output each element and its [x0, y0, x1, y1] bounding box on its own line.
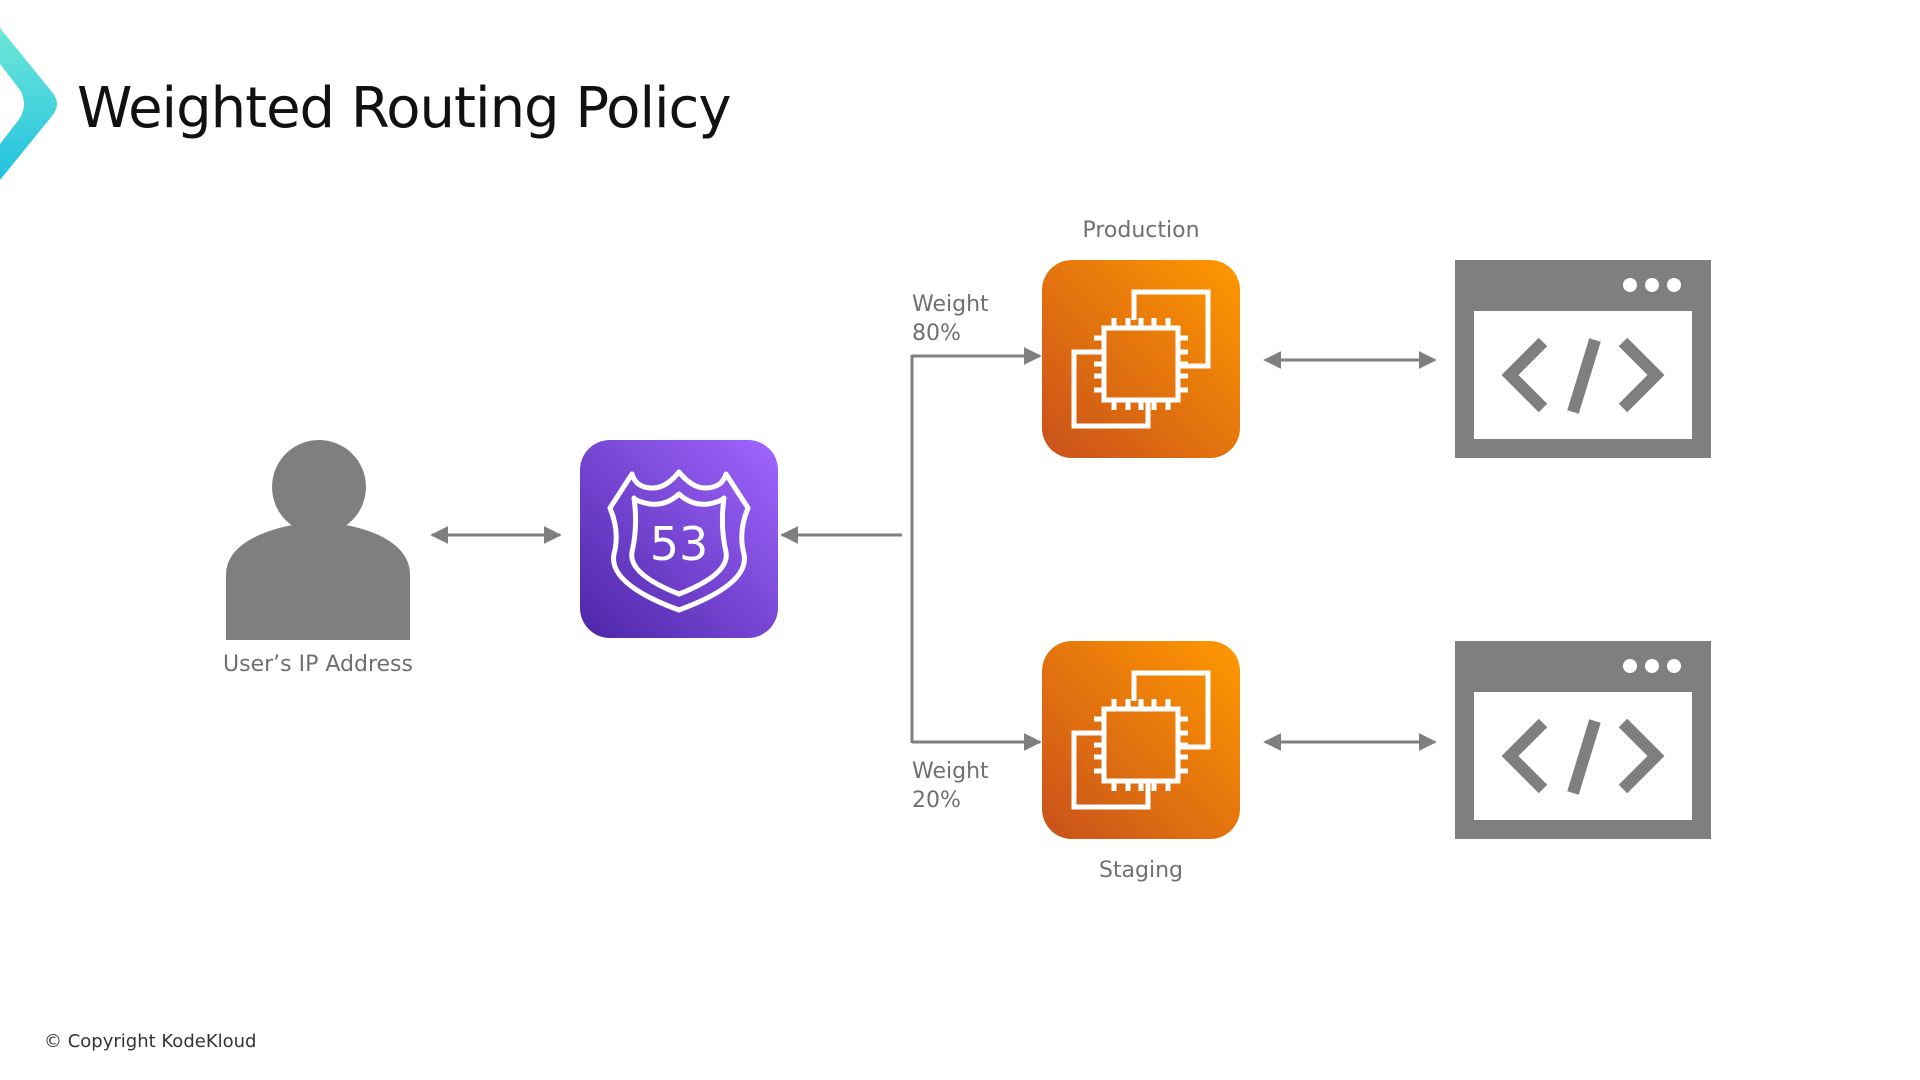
staging-weight-text: Weight — [912, 759, 989, 784]
production-weight-label: Weight 80% — [912, 290, 989, 348]
production-weight-value: 80% — [912, 321, 961, 346]
slide-title: Weighted Routing Policy — [77, 76, 731, 141]
staging-ec2-node[interactable] — [1042, 641, 1240, 839]
production-app-browser-icon — [1455, 260, 1711, 458]
copyright-footer: © Copyright KodeKloud — [44, 1031, 257, 1052]
staging-weight-label: Weight 20% — [912, 757, 989, 815]
ec2-instances-icon — [1071, 670, 1211, 810]
production-label: Production — [1082, 218, 1200, 243]
kodekloud-chevron-logo — [0, 28, 57, 180]
production-ec2-node[interactable] — [1042, 260, 1240, 458]
route53-node[interactable]: 53 — [580, 440, 778, 638]
route53-badge-text: 53 — [650, 517, 709, 571]
staging-weight-value: 20% — [912, 788, 961, 813]
staging-app-browser-icon — [1455, 641, 1711, 839]
user-ip-label: User’s IP Address — [223, 652, 413, 677]
production-weight-text: Weight — [912, 292, 989, 317]
route53-shield-icon: 53 — [607, 469, 751, 613]
ec2-instances-icon — [1071, 289, 1211, 429]
staging-label: Staging — [1098, 858, 1184, 883]
user-icon — [226, 440, 410, 640]
